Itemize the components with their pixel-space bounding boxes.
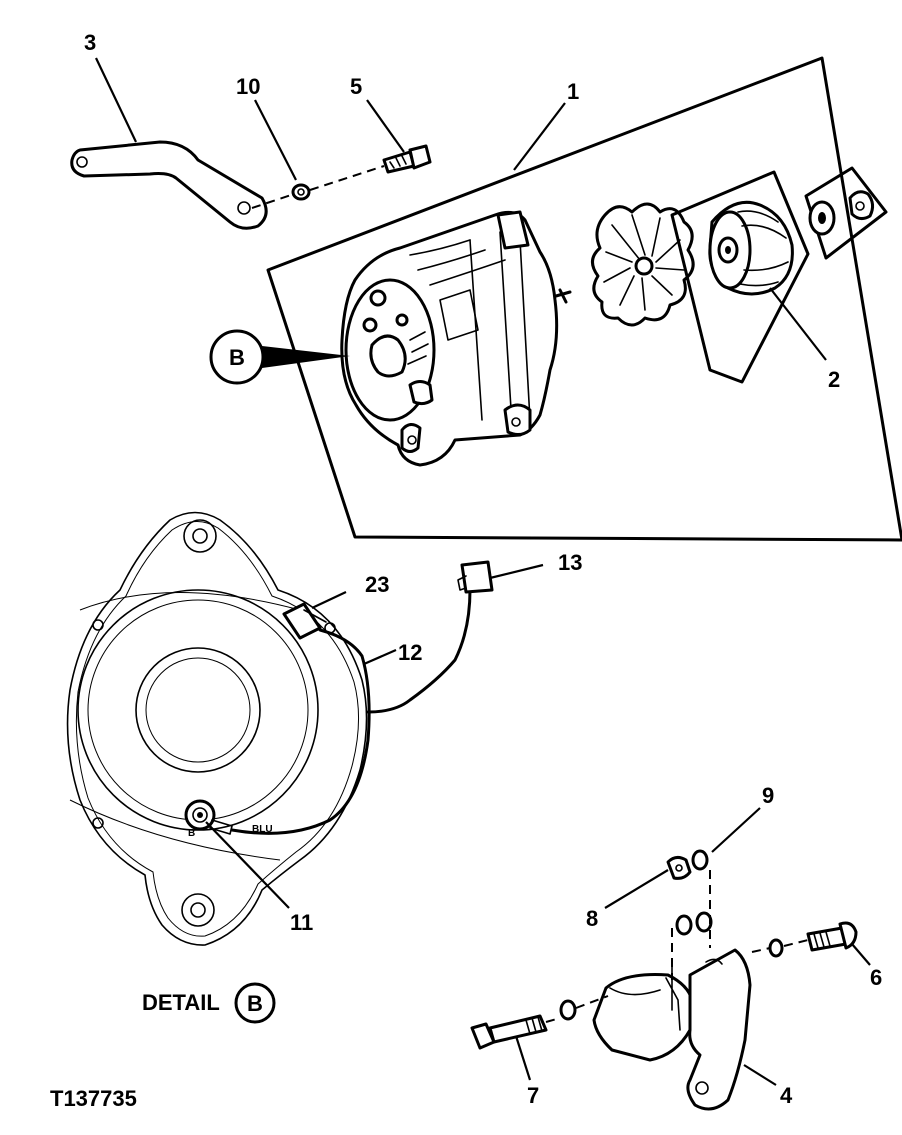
callout-10: 10 <box>236 74 260 99</box>
figure-id: T137735 <box>50 1086 137 1111</box>
callout-7: 7 <box>527 1083 539 1108</box>
bolt-part-7 <box>470 1014 548 1050</box>
bolt-part-6 <box>806 921 858 952</box>
terminal-blu-text: BLU <box>252 824 273 835</box>
callout-13: 13 <box>558 550 582 575</box>
detail-b-rear-view: B BLU <box>66 511 368 946</box>
mounting-bracket-part-4 <box>592 948 752 1111</box>
callout-12: 12 <box>398 640 422 665</box>
callout-4: 4 <box>780 1083 793 1108</box>
adjusting-strap-part-3 <box>70 140 268 230</box>
washers-lower <box>559 911 784 1021</box>
callout-3: 3 <box>84 30 96 55</box>
connector-part-23 <box>282 602 327 640</box>
callout-11: 11 <box>290 910 313 935</box>
callout-2: 2 <box>828 367 840 392</box>
callout-9: 9 <box>762 783 774 808</box>
pulley-part-2 <box>708 200 794 296</box>
pulley-box-part-2 <box>670 170 810 384</box>
terminal-b-text: B <box>188 828 195 839</box>
detail-caption-text: DETAIL <box>142 990 220 1015</box>
nut-washer-box <box>804 166 888 260</box>
washer-part-10 <box>291 183 311 201</box>
callout-8: 8 <box>586 906 598 931</box>
callout-5: 5 <box>350 74 362 99</box>
callout-23: 23 <box>365 572 389 597</box>
detail-b-caption: DETAIL B <box>142 982 276 1024</box>
alternator-body <box>340 210 572 467</box>
detail-caption-marker: B <box>247 991 263 1016</box>
wire-harness-part-12 <box>230 588 472 835</box>
cooling-fan <box>591 202 695 327</box>
washer-part-9 <box>691 849 709 871</box>
cap-screw-part-5 <box>382 144 432 174</box>
callout-6: 6 <box>870 965 882 990</box>
connector-part-13 <box>457 560 494 594</box>
nut-part-8 <box>666 855 692 880</box>
detail-b-pointer[interactable]: B <box>209 329 350 385</box>
leader-lines <box>95 57 871 1086</box>
alternator-assembly-box <box>266 56 902 542</box>
detail-b-marker-text: B <box>229 345 245 370</box>
callout-numbers: 3 10 5 1 2 23 13 12 11 9 8 6 7 4 <box>84 30 882 1108</box>
callout-1: 1 <box>567 79 579 104</box>
